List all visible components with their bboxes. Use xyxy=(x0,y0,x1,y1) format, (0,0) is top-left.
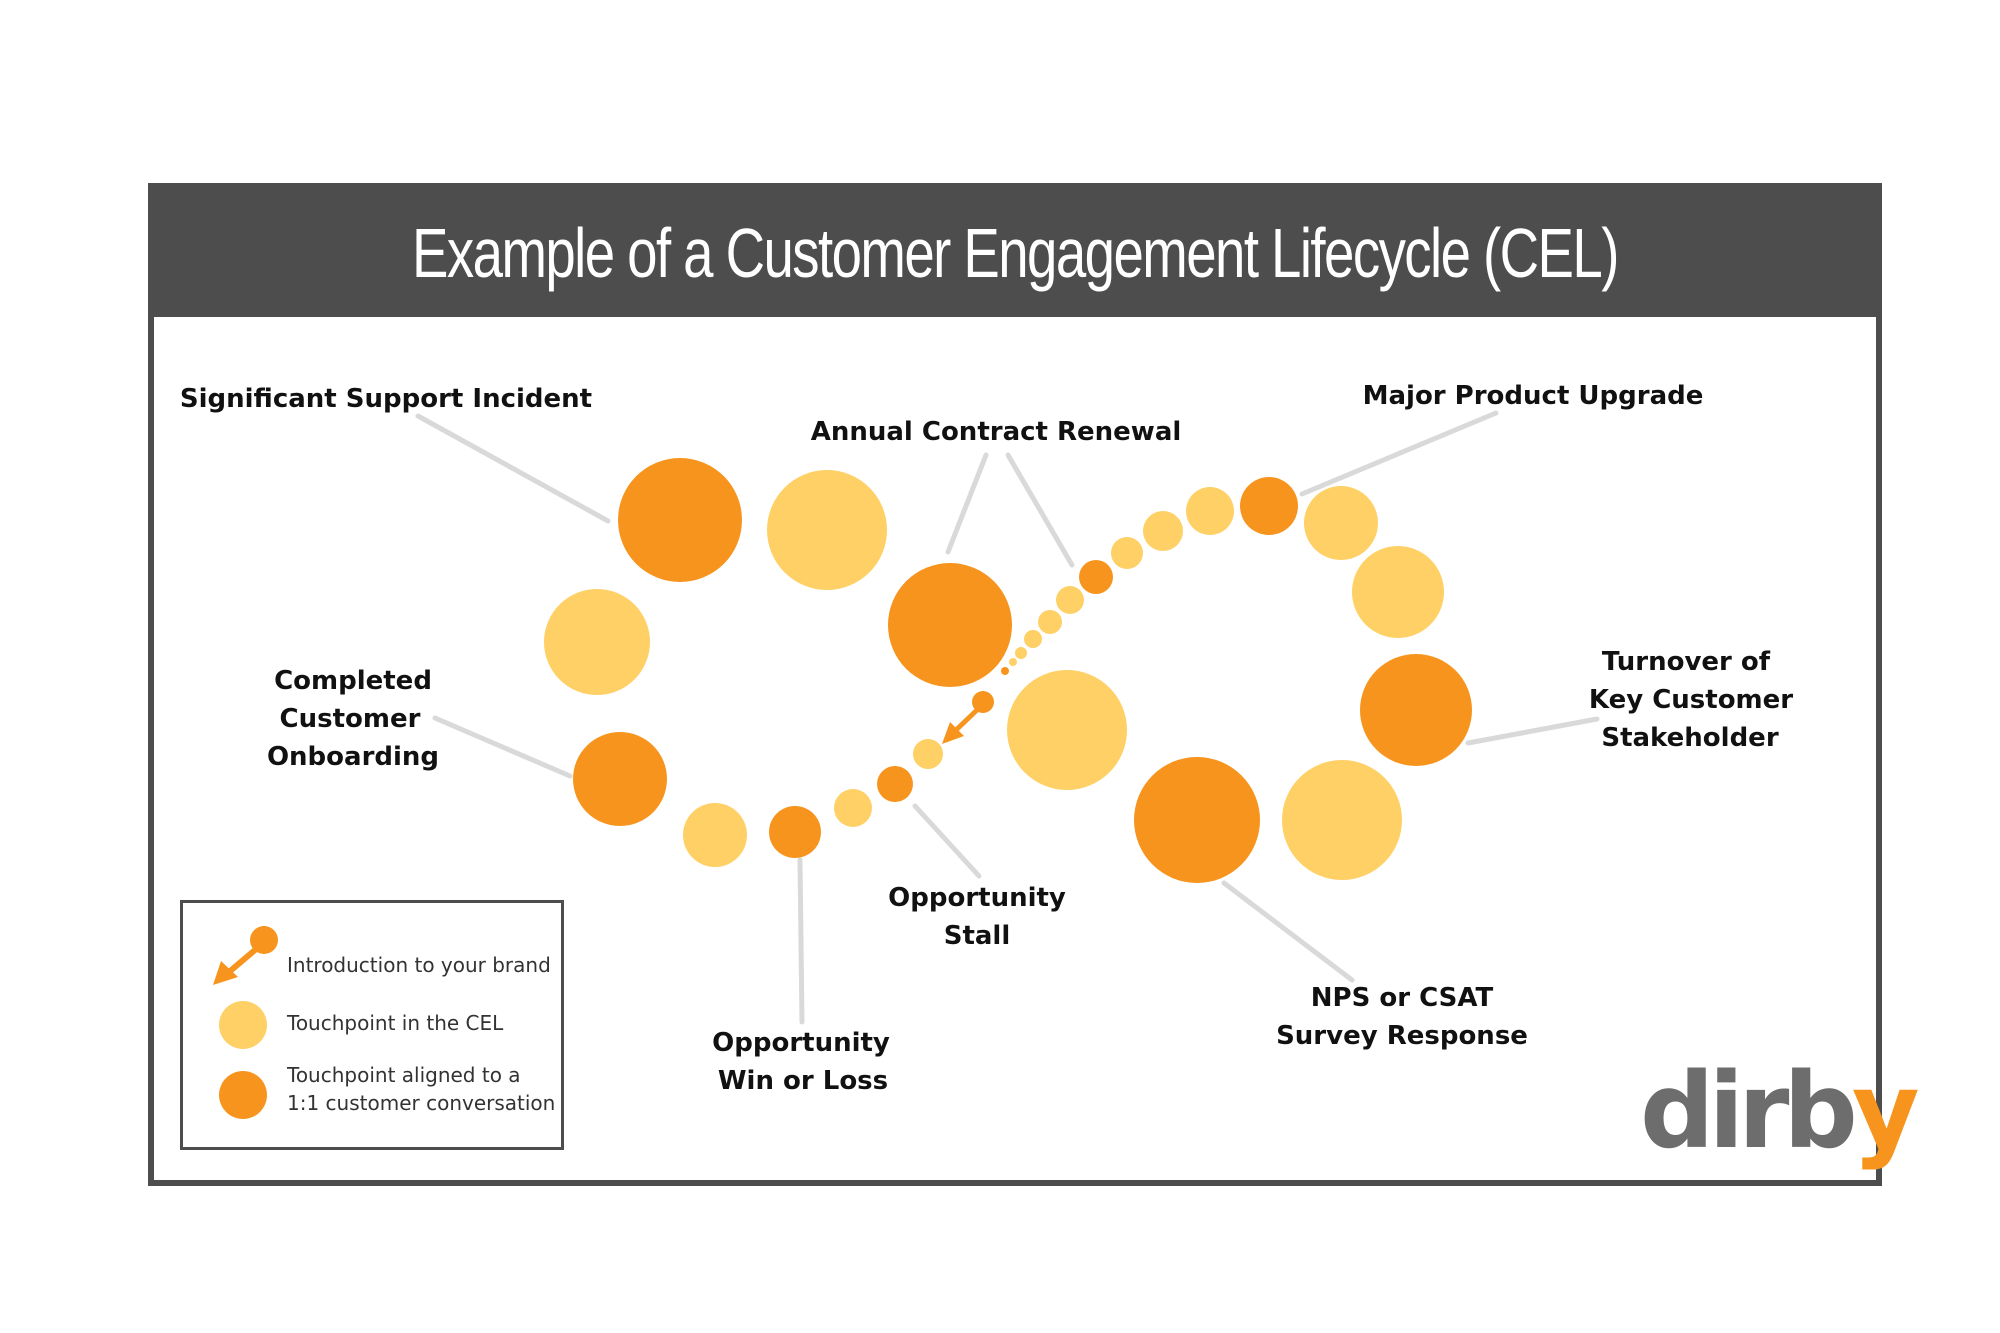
introduction-arrow xyxy=(942,708,979,744)
legend-aligned-label-line2: 1:1 customer conversation xyxy=(287,1091,556,1115)
aligned-touchpoint-circle xyxy=(1134,757,1260,883)
label-product-upgrade: Major Product Upgrade xyxy=(1363,381,1704,411)
touchpoint-circle xyxy=(1007,670,1127,790)
touchpoint-circle xyxy=(1186,487,1234,535)
label-stakeholder-1: Turnover of xyxy=(1602,647,1771,677)
touchpoint-circle xyxy=(1009,658,1017,666)
label-onboarding-1: Completed xyxy=(274,666,432,696)
logo-text-main: dirb xyxy=(1640,1050,1858,1172)
connector-stall xyxy=(912,803,982,879)
legend-introduction-label: Introduction to your brand xyxy=(287,953,551,977)
label-stall-1: Opportunity xyxy=(888,883,1066,913)
aligned-touchpoint-circle xyxy=(618,458,742,582)
touchpoint-circle xyxy=(913,739,943,769)
touchpoint-circle xyxy=(1282,760,1402,880)
touchpoint-circle xyxy=(1056,586,1084,614)
aligned-touchpoint-circle xyxy=(573,732,667,826)
touchpoint-circle xyxy=(1038,610,1062,634)
touchpoint-circle xyxy=(1304,486,1378,560)
label-win-loss-1: Opportunity xyxy=(712,1028,890,1058)
aligned-touchpoint-circle xyxy=(1240,477,1298,535)
label-contract-renewal: Annual Contract Renewal xyxy=(811,417,1182,447)
touchpoint-circle xyxy=(1024,630,1042,648)
connector-win-loss xyxy=(797,857,805,1025)
legend-touchpoint-label: Touchpoint in the CEL xyxy=(287,1011,504,1035)
touchpoint-circle xyxy=(544,589,650,695)
title-bar: Example of a Customer Engagement Lifecyc… xyxy=(154,189,1876,317)
connector-renewal-b xyxy=(1005,452,1075,568)
legend-aligned-label-line1: Touchpoint aligned to a xyxy=(287,1063,521,1087)
touchpoint-circle xyxy=(1143,511,1183,551)
connector-renewal-a xyxy=(945,452,989,555)
label-win-loss-2: Win or Loss xyxy=(718,1066,888,1096)
legend-aligned-icon xyxy=(219,1071,267,1119)
label-stall-2: Stall xyxy=(944,921,1011,951)
introduction-circle xyxy=(972,691,994,713)
touchpoint-trail-dot xyxy=(1001,667,1009,675)
touchpoint-circle xyxy=(767,470,887,590)
touchpoint-circle xyxy=(834,789,872,827)
legend-introduction-icon xyxy=(213,926,278,985)
aligned-touchpoint-circle xyxy=(1079,560,1113,594)
label-onboarding-2: Customer xyxy=(280,704,421,734)
connector-product-upgrade xyxy=(1299,410,1499,497)
connector-nps xyxy=(1221,880,1355,983)
label-onboarding-3: Onboarding xyxy=(267,742,439,772)
label-nps-2: Survey Response xyxy=(1276,1021,1528,1051)
aligned-touchpoint-circle xyxy=(769,806,821,858)
touchpoint-circle xyxy=(1352,546,1444,638)
connector-onboarding xyxy=(432,715,573,779)
touchpoint-circle xyxy=(1111,537,1143,569)
connector-stakeholder-line xyxy=(1465,716,1600,746)
label-stakeholder-3: Stakeholder xyxy=(1601,723,1778,753)
label-support-incident: Significant Support Incident xyxy=(180,384,592,414)
touchpoint-circle xyxy=(1015,647,1027,659)
page-title: Example of a Customer Engagement Lifecyc… xyxy=(412,214,1619,292)
logo-text-accent: y xyxy=(1851,1050,1920,1172)
label-stakeholder-2: Key Customer xyxy=(1589,685,1793,715)
touchpoint-circle xyxy=(683,803,747,867)
aligned-touchpoint-circle xyxy=(1360,654,1472,766)
dirby-logo: dirby xyxy=(1640,1050,1920,1172)
aligned-touchpoint-circle xyxy=(877,766,913,802)
legend: Introduction to your brand Touchpoint in… xyxy=(180,900,564,1150)
connector-support-incident xyxy=(415,413,611,524)
label-nps-1: NPS or CSAT xyxy=(1311,983,1494,1013)
legend-touchpoint-icon xyxy=(219,1001,267,1049)
aligned-touchpoint-circle xyxy=(888,563,1012,687)
